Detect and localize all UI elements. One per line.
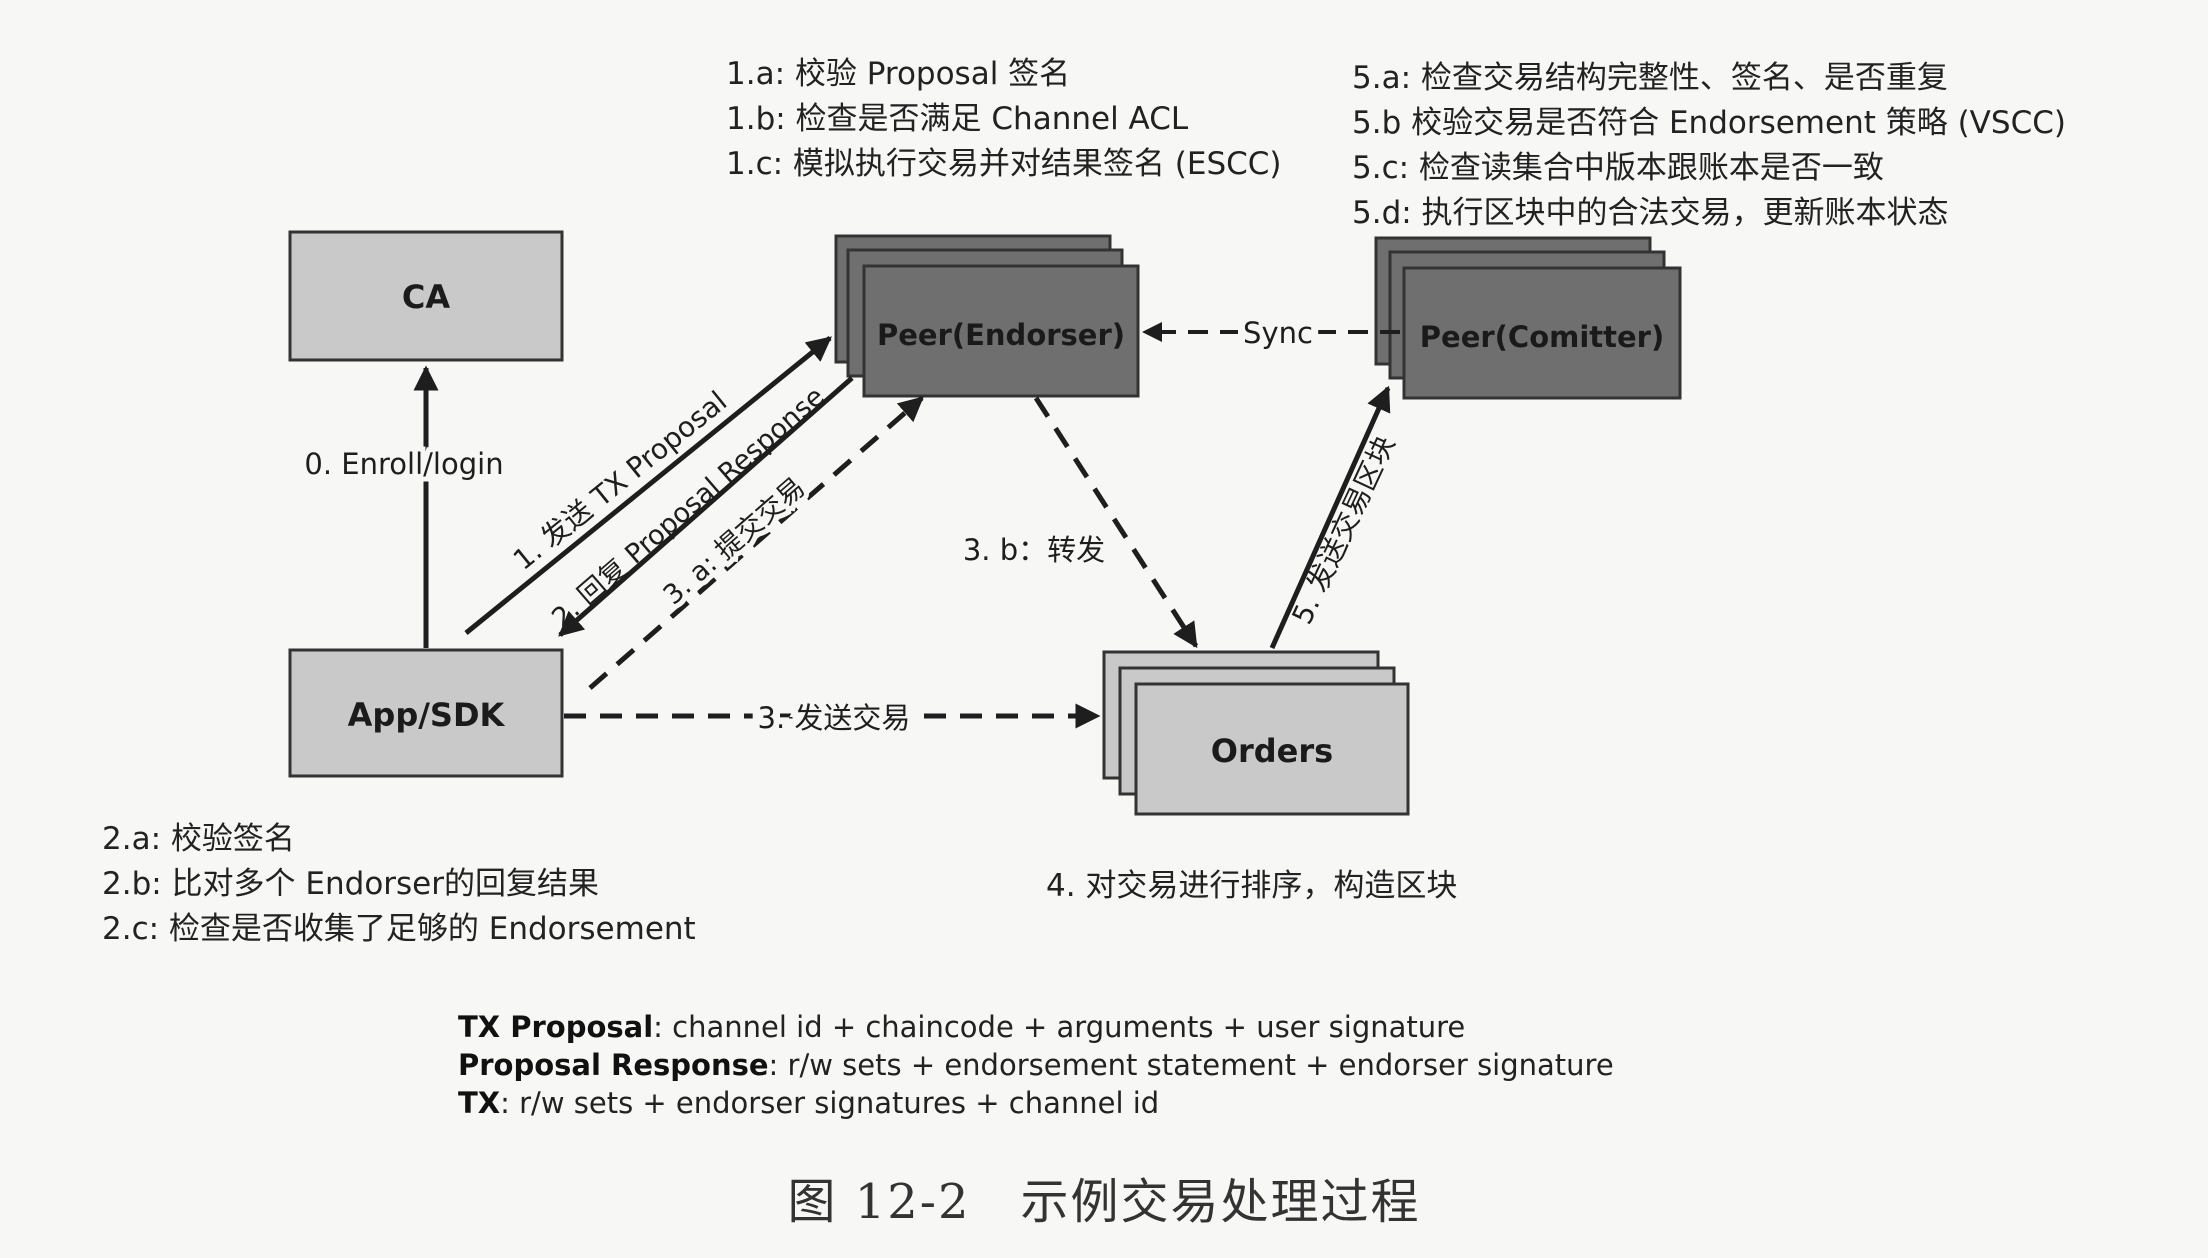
endorser-note-1a: 1.a: 校验 Proposal 签名 <box>726 56 1071 92</box>
forward-arrow <box>1033 396 1199 649</box>
endorser-note-1c: 1.c: 模拟执行交易并对结果签名 (ESCC) <box>726 146 1282 182</box>
app-note-2a: 2.a: 校验签名 <box>102 821 295 857</box>
reply-response-arrow <box>558 376 854 637</box>
orders-node: Orders <box>1102 650 1410 816</box>
committer-note-5a: 5.a: 检查交易结构完整性、签名、是否重复 <box>1352 60 1948 96</box>
endorser-note-1b: 1.b: 检查是否满足 Channel ACL <box>726 101 1189 137</box>
submit-tx-arrow <box>588 396 924 690</box>
committer-notes: 5.a: 检查交易结构完整性、签名、是否重复 5.b 校验交易是否符合 Endo… <box>1352 56 2066 236</box>
send-block-label: 5. 发送交易区块 <box>1285 431 1401 629</box>
committer-label: Peer(Comitter) <box>1420 320 1664 354</box>
enroll-label: 0. Enroll/login <box>304 447 503 481</box>
app-sdk-label: App/SDK <box>348 696 506 734</box>
legend-row: TX Proposal: channel id + chaincode + ar… <box>458 1008 1614 1046</box>
orders-note: 4. 对交易进行排序，构造区块 <box>1046 868 1458 904</box>
legend-term: TX <box>458 1086 501 1120</box>
forward-label: 3. b：转发 <box>963 533 1105 567</box>
legend-def: : r/w sets + endorsement statement + end… <box>768 1048 1614 1082</box>
ca-label: CA <box>402 278 450 316</box>
legend-term: Proposal Response <box>458 1048 769 1082</box>
app-note-2c: 2.c: 检查是否收集了足够的 Endorsement <box>102 911 696 947</box>
committer-node: Peer(Comitter) <box>1374 236 1682 400</box>
legend: TX Proposal: channel id + chaincode + ar… <box>458 1008 1614 1122</box>
send-proposal-arrow <box>464 336 832 635</box>
sync-label: Sync <box>1243 316 1313 350</box>
orders-label: Orders <box>1211 732 1333 770</box>
endorser-node: Peer(Endorser) <box>834 234 1140 398</box>
committer-note-5b: 5.b 校验交易是否符合 Endorsement 策略 (VSCC) <box>1352 105 2066 141</box>
committer-note-5d: 5.d: 执行区块中的合法交易，更新账本状态 <box>1352 195 1949 231</box>
legend-def: : channel id + chaincode + arguments + u… <box>653 1010 1466 1044</box>
send-tx-label: 3. 发送交易 <box>758 701 911 735</box>
send-block-arrow <box>1269 385 1391 650</box>
figure-caption: 图 12-2 示例交易处理过程 <box>787 1174 1421 1230</box>
legend-row: Proposal Response: r/w sets + endorsemen… <box>458 1046 1614 1084</box>
legend-row: TX: r/w sets + endorser signatures + cha… <box>458 1084 1614 1122</box>
ca-node: CA <box>288 230 564 362</box>
legend-term: TX Proposal <box>458 1010 654 1044</box>
committer-note-5c: 5.c: 检查读集合中版本跟账本是否一致 <box>1352 150 1884 186</box>
legend-def: : r/w sets + endorser signatures + chann… <box>500 1086 1160 1120</box>
app-note-2b: 2.b: 比对多个 Endorser的回复结果 <box>102 866 599 902</box>
endorser-notes: 1.a: 校验 Proposal 签名 1.b: 检查是否满足 Channel … <box>726 52 1282 187</box>
app-sdk-node: App/SDK <box>288 648 564 778</box>
endorser-label: Peer(Endorser) <box>877 318 1125 352</box>
app-notes: 2.a: 校验签名 2.b: 比对多个 Endorser的回复结果 2.c: 检… <box>102 817 696 952</box>
